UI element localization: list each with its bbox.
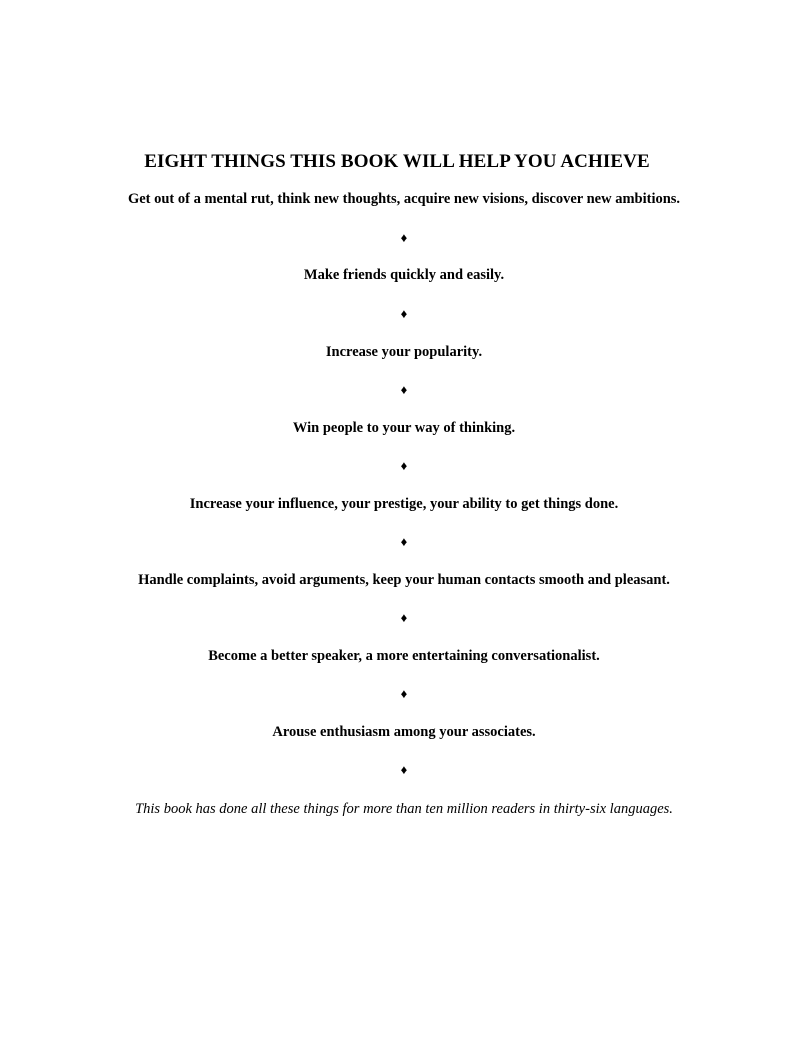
benefit-item-2: Make friends quickly and easily.: [303, 267, 505, 283]
page-title: EIGHT THINGS THIS BOOK WILL HELP YOU ACH…: [144, 151, 650, 172]
diamond-separator-icon: ♦: [400, 458, 408, 473]
diamond-separator-icon: ♦: [400, 230, 408, 245]
diamond-separator-icon: ♦: [400, 382, 408, 397]
diamond-separator-icon: ♦: [400, 534, 408, 549]
benefit-item-5: Increase your influence, your prestige, …: [189, 496, 619, 512]
benefit-item-6: Handle complaints, avoid arguments, keep…: [138, 572, 670, 588]
benefit-item-8: Arouse enthusiasm among your associates.: [272, 724, 536, 740]
benefit-item-7: Become a better speaker, a more entertai…: [208, 648, 600, 664]
diamond-separator-icon: ♦: [400, 762, 408, 777]
diamond-separator-icon: ♦: [400, 610, 408, 625]
benefit-item-1: Get out of a mental rut, think new thoug…: [127, 191, 681, 207]
diamond-separator-icon: ♦: [400, 306, 408, 321]
diamond-separator-icon: ♦: [400, 686, 408, 701]
benefit-item-4: Win people to your way of thinking.: [292, 420, 516, 436]
closing-statement: This book has done all these things for …: [135, 801, 673, 817]
benefit-item-3: Increase your popularity.: [325, 344, 483, 360]
